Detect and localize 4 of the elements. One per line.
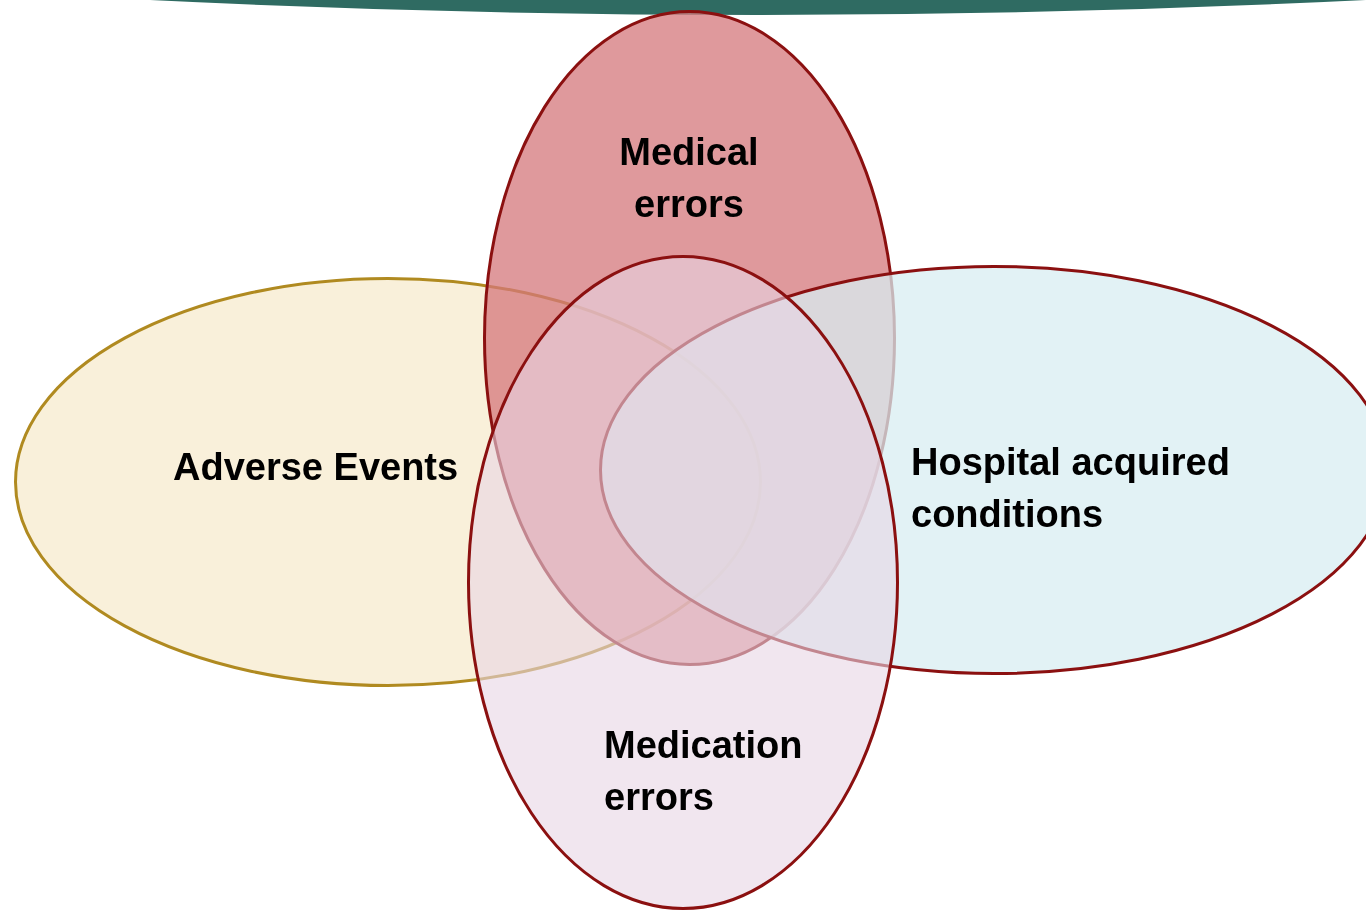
set-label: Medical errors (618, 130, 760, 227)
set-label: Adverse Events (173, 445, 460, 490)
set-label: Hospital acquired conditions (911, 440, 1231, 537)
set-label: Medication errors (604, 723, 804, 820)
